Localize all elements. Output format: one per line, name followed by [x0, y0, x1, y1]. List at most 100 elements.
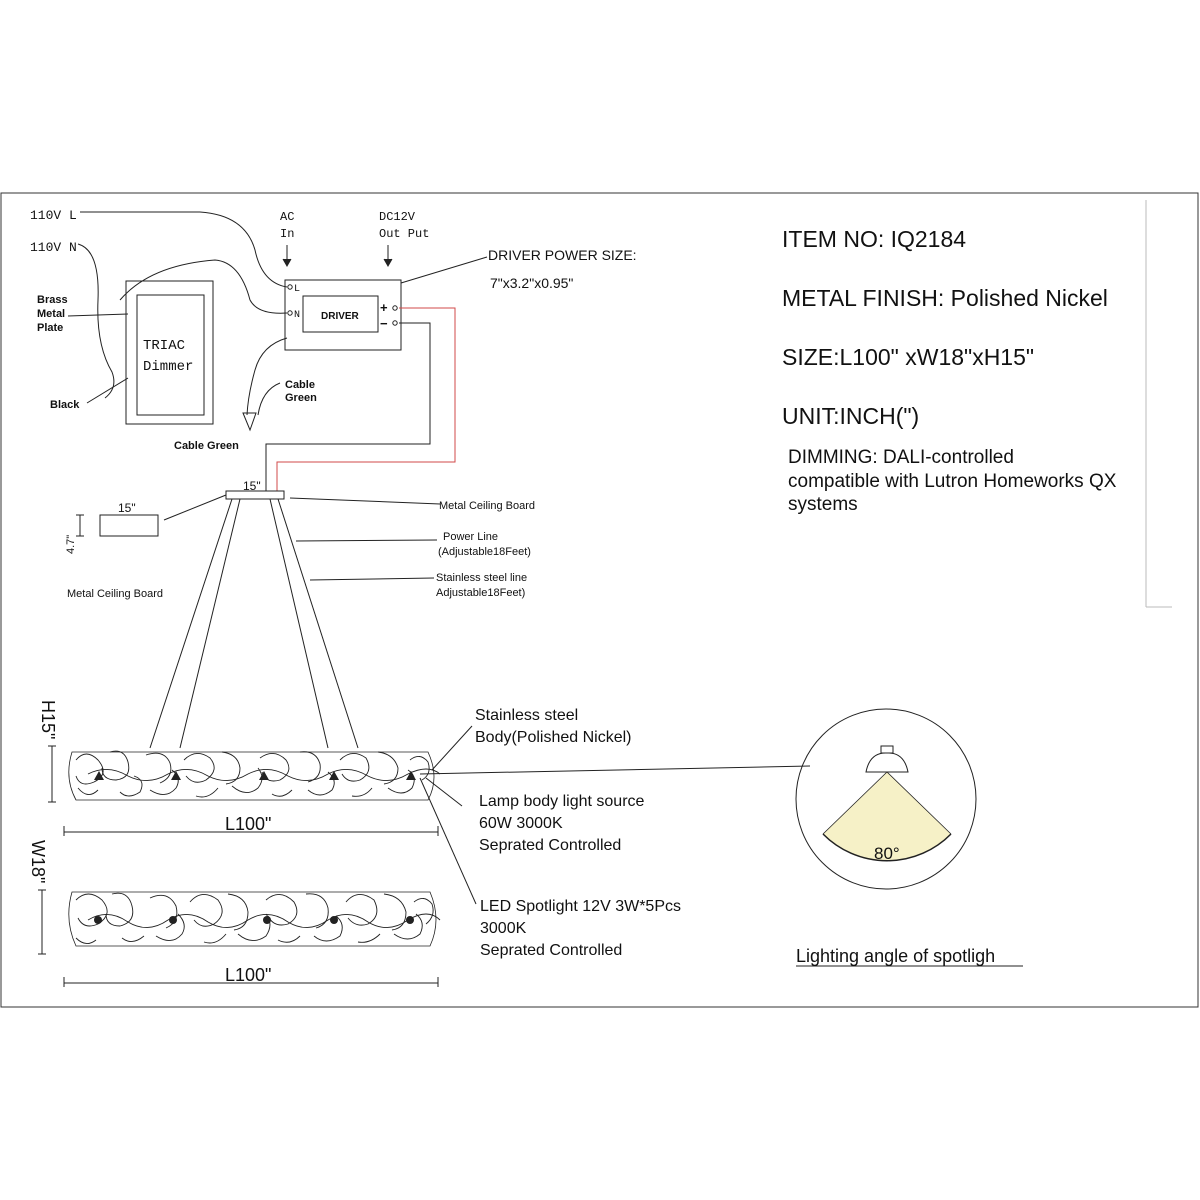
ceiling-board-detail: [99, 514, 159, 537]
label-terminal-n: N: [294, 310, 300, 321]
label-lamp-3: Seprated Controlled: [479, 837, 621, 854]
label-board-height: 4.7": [65, 535, 77, 554]
fixture-top-outline: [68, 891, 437, 947]
label-power-line-1: Power Line: [443, 531, 498, 543]
spotlight-detail: [795, 708, 977, 890]
label-black: Black: [50, 399, 80, 411]
driver-box: [284, 279, 402, 351]
drawing-frame: [0, 192, 1199, 1008]
fixture-side-view: [48, 725, 811, 905]
item-number: ITEM NO: IQ2184: [782, 226, 967, 252]
label-brass-2: Metal: [37, 308, 65, 320]
label-terminal-minus: −: [380, 316, 388, 331]
terminal-l-dot: [287, 284, 293, 290]
label-line-l: 110V L: [30, 208, 77, 223]
label-terminal-plus: +: [380, 300, 388, 315]
terminal-plus-dot: [392, 305, 398, 311]
leader-black: [86, 377, 129, 404]
leader-brass: [67, 313, 129, 317]
label-led-1: LED Spotlight 12V 3W*5Pcs: [480, 898, 681, 915]
beam-edge: [822, 771, 888, 835]
label-lamp-1: Lamp body light source: [479, 793, 645, 810]
label-body-2: Body(Polished Nickel): [475, 729, 632, 746]
swirl-pattern-side: [75, 750, 441, 798]
leader-led: [419, 777, 477, 905]
arrow-ac-head: [282, 258, 292, 268]
leader-spotlight-detail: [419, 765, 811, 775]
label-driver-size-title: DRIVER POWER SIZE:: [488, 247, 637, 263]
label-brass-3: Plate: [37, 322, 63, 334]
light-beam: [823, 772, 951, 861]
label-board-width: 15": [118, 501, 136, 515]
dimming-line-2: compatible with Lutron Homeworks QX: [788, 471, 1117, 492]
leader-steel-line: [309, 577, 435, 581]
label-beam-angle: 80°: [874, 844, 900, 863]
driver-box-inner: [302, 295, 379, 333]
leader-driver-size: [400, 256, 488, 284]
fixture-top-view: [38, 889, 441, 987]
label-cable-green-bottom: Cable Green: [174, 440, 239, 452]
label-spotlight-caption: Lighting angle of spotligh: [796, 946, 995, 966]
cable-left-outer: [149, 498, 233, 749]
spotlight-markers-side: [94, 771, 416, 780]
label-cable-green-2: Green: [285, 392, 317, 404]
label-terminal-l: L: [294, 284, 300, 295]
angle-arc: [822, 833, 952, 862]
label-board-name: Metal Ceiling Board: [67, 588, 163, 600]
label-length-side: L100": [225, 814, 271, 834]
wire-cable-green-2: [257, 382, 281, 416]
wire-cable-green: [246, 337, 288, 416]
cable-left-inner: [179, 498, 241, 749]
label-height: H15": [38, 700, 58, 739]
spotlight-markers-top: [94, 916, 414, 924]
metal-finish: METAL FINISH: Polished Nickel: [782, 285, 1108, 311]
label-driver: DRIVER: [321, 311, 360, 322]
label-led-3: Seprated Controlled: [480, 942, 622, 959]
label-line-n: 110V N: [30, 240, 77, 255]
beam-edge: [886, 771, 952, 835]
suspension: [76, 490, 441, 749]
dimming-line-1: DIMMING: DALI-controlled: [788, 447, 1014, 468]
arrow-dc-head: [383, 258, 393, 268]
label-length-top: L100": [225, 965, 271, 985]
spotlight-circle: [795, 708, 977, 890]
label-brass-1: Brass: [37, 294, 68, 306]
dimming-line-3: systems: [788, 494, 858, 515]
spot-housing-top: [880, 745, 894, 754]
cable-right-outer: [277, 498, 359, 749]
label-led-2: 3000K: [480, 920, 527, 937]
wire-triac-driver: [119, 259, 288, 314]
label-steel-line-1: Stainless steel line: [436, 572, 527, 584]
label-triac: TRIAC: [143, 338, 185, 354]
size-spec: SIZE:L100" xW18"xH15": [782, 344, 1035, 370]
label-steel-line-2: Adjustable18Feet): [436, 587, 525, 599]
label-body-1: Stainless steel: [475, 707, 578, 724]
triac-box-inner: [136, 294, 205, 416]
cable-right-inner: [269, 498, 329, 749]
label-cable-green-1: Cable: [285, 379, 315, 391]
label-power-line-2: (Adjustable18Feet): [438, 546, 531, 558]
fixture-body-outline: [68, 751, 435, 801]
wire-dc-minus: [265, 322, 431, 491]
leader-canopy: [289, 497, 441, 505]
triac-box: [125, 280, 214, 425]
label-dc: DC12V: [379, 210, 416, 224]
label-canopy-name: Metal Ceiling Board: [439, 500, 535, 512]
leader-board: [163, 494, 227, 521]
swirl-pattern-top: [75, 892, 441, 944]
label-canopy-width: 15": [243, 479, 261, 493]
terminal-n-dot: [287, 310, 293, 316]
label-dc-out: Out Put: [379, 227, 429, 241]
label-lamp-2: 60W 3000K: [479, 815, 563, 832]
wire-line-l: [80, 211, 288, 288]
label-ac: AC: [280, 210, 294, 224]
wiring-diagram: [67, 211, 488, 491]
label-width: W18": [28, 840, 48, 883]
leader-lamp: [425, 777, 463, 807]
wire-dc-plus: [276, 307, 456, 491]
label-dimmer: Dimmer: [143, 359, 193, 375]
label-ac-in: In: [280, 227, 294, 241]
leader-power-line: [295, 539, 438, 542]
label-driver-size: 7"x3.2"x0.95": [490, 275, 573, 291]
